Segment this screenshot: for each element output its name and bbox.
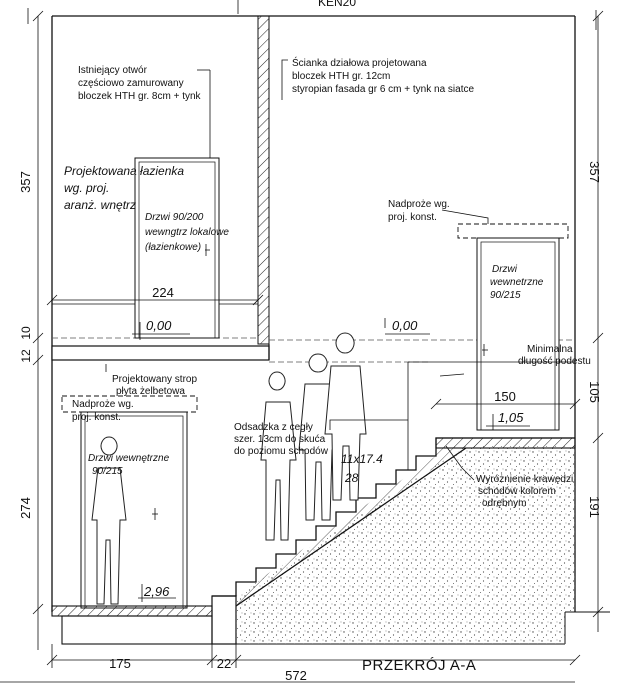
level-markers [132, 318, 530, 602]
brick-offset-line-2: szer. 13cm do skuća [234, 434, 326, 445]
dim-bottom-total: 572 [285, 668, 307, 683]
level-landing: 1,05 [498, 410, 524, 425]
leader-lines [105, 59, 489, 481]
human-figure-stairs-3 [324, 332, 367, 501]
dim-left-upper: 357 [18, 171, 33, 193]
door-upper-right-line-2: wewnetrzne [490, 277, 544, 288]
outer-walls [27, 0, 597, 612]
existing-opening-line-3: bloczek HTH gr. 8cm + tynk [78, 91, 202, 102]
landing-line-1: Minimalna [527, 344, 573, 355]
stairs-edge-line-1: Wyróżnienie krawędzi [476, 474, 573, 485]
stairs-depth: 28 [344, 471, 359, 485]
existing-opening-line-1: Istniejący otwór [78, 65, 148, 76]
level-lower: 2,96 [143, 584, 170, 599]
level-upper-right: 0,00 [392, 318, 418, 333]
partition-line-1: Ścianka działowa projetowana [292, 56, 427, 69]
stairs-edge-line-3: odrębnym [482, 498, 526, 509]
lintel-upper-line-1: Nadproże wg. [388, 199, 450, 210]
section-title: PRZEKRÓJ A-A [362, 657, 476, 674]
brick-offset-line-3: do poziomu schodów [234, 446, 329, 457]
dim-left-slab-b: 12 [19, 349, 33, 363]
lintel-upper-line-2: proj. konst. [388, 212, 437, 223]
existing-opening-line-2: częściowo zamurowany [78, 78, 184, 89]
top-label: KEN20 [318, 0, 356, 9]
lintel-lower-line-2: proj. konst. [72, 412, 121, 423]
bathroom-line-3: aranż. wnętrz [64, 198, 136, 212]
dim-right-lower: 191 [587, 496, 602, 518]
partition-line-2: bloczek HTH gr. 12cm [292, 71, 390, 82]
door-upper-right-line-1: Drzwi [492, 264, 518, 275]
bathroom-door-line-2: wewngtrz lokalowe [145, 227, 229, 238]
staircase [212, 361, 576, 644]
bathroom-door-line-1: Drzwi 90/200 [145, 212, 204, 223]
stairs-edge-line-2: schodów kolorem [478, 486, 556, 497]
dim-right-landing: 105 [587, 381, 602, 403]
slab-line-1: Projektowany strop [112, 374, 197, 385]
dim-bottom-left: 175 [109, 656, 131, 671]
door-lower-line-1: Drzwi wewnętrzne [88, 453, 170, 464]
bathroom-door-line-3: (łazienkowe) [145, 242, 201, 253]
bathroom-partition-wall [257, 15, 270, 345]
bathroom-line-2: wg. proj. [64, 181, 109, 195]
level-upper-left: 0,00 [146, 318, 172, 333]
partition-line-3: styropian fasada gr 6 cm + tynk na siatc… [292, 84, 474, 95]
landing-line-2: długość podestu [518, 356, 591, 367]
door-lower-line-2: 90/215 [92, 466, 123, 477]
dim-landing-width: 150 [494, 389, 516, 404]
upper-right-door [457, 223, 569, 431]
door-upper-right-line-3: 90/215 [490, 290, 521, 301]
brick-offset-line-1: Odsadzka z cegły [234, 422, 313, 433]
dimension-lines [0, 10, 604, 683]
bathroom-line-1: Projektowana łazienka [64, 164, 184, 178]
bathroom-door [134, 70, 220, 339]
human-figure-lower [91, 436, 127, 605]
dim-bathroom-width: 224 [152, 285, 174, 300]
dim-left-lower: 274 [18, 497, 33, 519]
slab-line-2: płyta żelbetowa [116, 386, 185, 397]
stairs-ratio: 11x17.4 [341, 452, 383, 466]
lintel-lower-line-1: Nadproże wg. [72, 399, 134, 410]
dim-bottom-mid: 22 [217, 656, 231, 671]
human-figure-stairs-1 [260, 371, 297, 541]
dim-left-slab-a: 10 [19, 326, 33, 340]
dim-right-upper: 357 [587, 161, 602, 183]
